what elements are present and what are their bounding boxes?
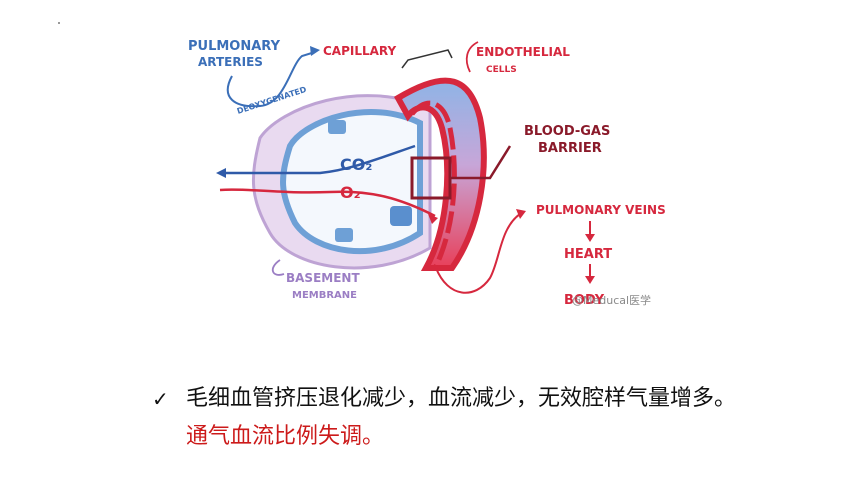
label-heart: HEART	[564, 247, 612, 262]
wall-cell	[390, 206, 412, 226]
bullet-text-main: 毛细血管挤压退化减少，血流减少，无效腔样气量增多。	[186, 386, 737, 411]
label-pulmonary-veins: PULMONARY VEINS	[536, 203, 666, 217]
endothelial-lining	[410, 100, 457, 268]
checkmark-icon: ✓	[152, 387, 169, 411]
alveolus-capillary-diagram: PULMONARY ARTERIES DEOXYGENATED CAPILLAR…	[180, 28, 700, 318]
wall-cell	[328, 120, 346, 134]
diagram-svg: PULMONARY ARTERIES DEOXYGENATED CAPILLAR…	[188, 39, 666, 308]
capillary-vessel	[393, 77, 487, 271]
bullet-text-highlight: 通气血流比例失调。	[186, 424, 385, 449]
label-cells: CELLS	[486, 65, 517, 75]
label-o2: O₂	[340, 183, 361, 202]
label-endothelial: ENDOTHELIAL	[476, 45, 570, 59]
label-body: BODY	[564, 293, 605, 308]
label-pulmonary-arteries-1: PULMONARY	[188, 39, 281, 54]
label-barrier: BARRIER	[538, 141, 602, 156]
label-basement: BASEMENT	[286, 271, 360, 285]
decorative-dot	[58, 22, 60, 24]
wall-cell	[335, 228, 353, 242]
watermark: @Meducal医学	[572, 293, 651, 307]
alveolus	[280, 109, 423, 255]
label-capillary: CAPILLARY	[323, 44, 397, 58]
bullet-text: 毛细血管挤压退化减少，血流减少，无效腔样气量增多。通气血流比例失调。	[186, 380, 746, 456]
label-membrane: MEMBRANE	[292, 290, 357, 301]
label-pulmonary-arteries-2: ARTERIES	[198, 55, 263, 69]
label-blood-gas: BLOOD-GAS	[524, 124, 610, 139]
label-co2: CO₂	[340, 155, 372, 174]
